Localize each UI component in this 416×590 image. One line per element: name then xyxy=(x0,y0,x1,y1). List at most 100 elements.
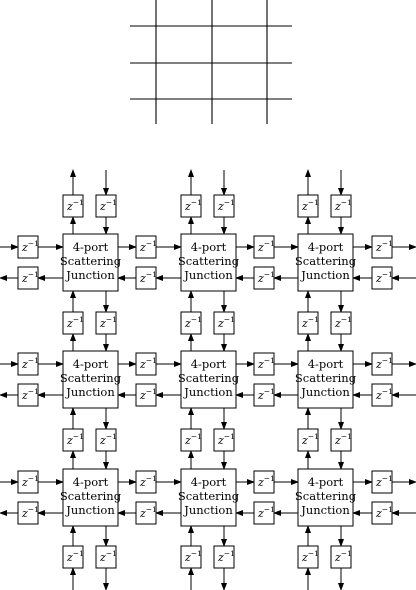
delay-base: z xyxy=(184,200,191,213)
delay-exponent: −1 xyxy=(191,549,202,558)
delay-base: z xyxy=(375,358,382,371)
delay-exponent: −1 xyxy=(146,474,157,483)
delay-label: z−1 xyxy=(139,356,157,371)
delay-element: z−1 xyxy=(135,266,157,290)
delay-base: z xyxy=(139,358,146,371)
delay-base: z xyxy=(257,358,264,371)
delay-label: z−1 xyxy=(257,474,275,489)
delay-box xyxy=(213,311,235,335)
junction-label-line-3: Junction xyxy=(300,385,350,399)
delay-label: z−1 xyxy=(21,505,39,520)
junction-box xyxy=(297,350,354,409)
delay-box xyxy=(17,352,39,376)
delay-label: z−1 xyxy=(184,198,202,213)
delay-element: z−1 xyxy=(330,545,352,569)
delay-box xyxy=(62,545,84,569)
delay-base: z xyxy=(257,389,264,402)
delay-exponent: −1 xyxy=(106,315,117,324)
delay-exponent: −1 xyxy=(28,387,39,396)
delay-box xyxy=(371,266,393,290)
junction-label-line-1: 4-port xyxy=(191,240,227,254)
delay-base: z xyxy=(99,434,106,447)
delay-base: z xyxy=(375,389,382,402)
delay-box xyxy=(62,428,84,452)
delay-label: z−1 xyxy=(257,270,275,285)
delay-base: z xyxy=(139,272,146,285)
delay-base: z xyxy=(301,200,308,213)
junction-label-line-3: Junction xyxy=(300,268,350,282)
delay-box xyxy=(330,311,352,335)
delay-box xyxy=(135,470,157,494)
delay-element: z−1 xyxy=(95,311,117,335)
delay-box xyxy=(371,383,393,407)
junction-label-line-1: 4-port xyxy=(73,475,109,489)
delay-element: z−1 xyxy=(371,383,393,407)
delay-box xyxy=(180,311,202,335)
delay-exponent: −1 xyxy=(28,474,39,483)
junction-label-line-2: Scattering xyxy=(60,371,122,385)
delay-element: z−1 xyxy=(95,428,117,452)
delay-exponent: −1 xyxy=(28,356,39,365)
delay-element: z−1 xyxy=(371,235,393,259)
delay-element: z−1 xyxy=(180,545,202,569)
delay-label: z−1 xyxy=(257,387,275,402)
delay-box xyxy=(95,194,117,218)
waveguide-mesh: z−1z−1z−1z−1z−1z−1z−1z−1z−1z−1z−1z−1z−1z… xyxy=(0,169,416,590)
delay-exponent: −1 xyxy=(146,356,157,365)
delay-element: z−1 xyxy=(17,470,39,494)
delay-label: z−1 xyxy=(375,505,393,520)
delay-box xyxy=(213,194,235,218)
delay-exponent: −1 xyxy=(341,315,352,324)
delay-label: z−1 xyxy=(334,549,352,564)
delay-box xyxy=(253,501,275,525)
delay-base: z xyxy=(21,389,28,402)
delay-exponent: −1 xyxy=(341,432,352,441)
delay-label: z−1 xyxy=(184,432,202,447)
delay-label: z−1 xyxy=(257,239,275,254)
junction-label-line-1: 4-port xyxy=(73,357,109,371)
delay-box xyxy=(330,545,352,569)
delay-exponent: −1 xyxy=(308,549,319,558)
delay-element: z−1 xyxy=(371,501,393,525)
delay-exponent: −1 xyxy=(106,549,117,558)
delay-base: z xyxy=(334,551,341,564)
delay-base: z xyxy=(334,317,341,330)
delay-box xyxy=(330,428,352,452)
delay-label: z−1 xyxy=(217,549,235,564)
delay-exponent: −1 xyxy=(224,315,235,324)
delay-box xyxy=(213,428,235,452)
delay-box xyxy=(17,266,39,290)
delay-element: z−1 xyxy=(253,383,275,407)
delay-exponent: −1 xyxy=(382,474,393,483)
junction-box xyxy=(180,350,237,409)
delay-exponent: −1 xyxy=(264,239,275,248)
delay-element: z−1 xyxy=(253,470,275,494)
delay-label: z−1 xyxy=(301,549,319,564)
junction-label-line-1: 4-port xyxy=(191,357,227,371)
junction-label-line-3: Junction xyxy=(300,503,350,517)
delay-element: z−1 xyxy=(62,428,84,452)
delay-exponent: −1 xyxy=(191,198,202,207)
delay-base: z xyxy=(184,551,191,564)
delay-base: z xyxy=(139,241,146,254)
delay-element: z−1 xyxy=(213,545,235,569)
delay-base: z xyxy=(375,272,382,285)
delay-label: z−1 xyxy=(139,239,157,254)
delay-label: z−1 xyxy=(184,549,202,564)
delay-base: z xyxy=(375,507,382,520)
delay-label: z−1 xyxy=(257,356,275,371)
delay-base: z xyxy=(66,317,73,330)
delay-exponent: −1 xyxy=(341,198,352,207)
delay-exponent: −1 xyxy=(382,270,393,279)
delay-base: z xyxy=(301,317,308,330)
delay-element: z−1 xyxy=(95,545,117,569)
delay-element: z−1 xyxy=(17,383,39,407)
junction-label-line-2: Scattering xyxy=(295,489,357,503)
delay-exponent: −1 xyxy=(73,549,84,558)
delay-element: z−1 xyxy=(135,235,157,259)
